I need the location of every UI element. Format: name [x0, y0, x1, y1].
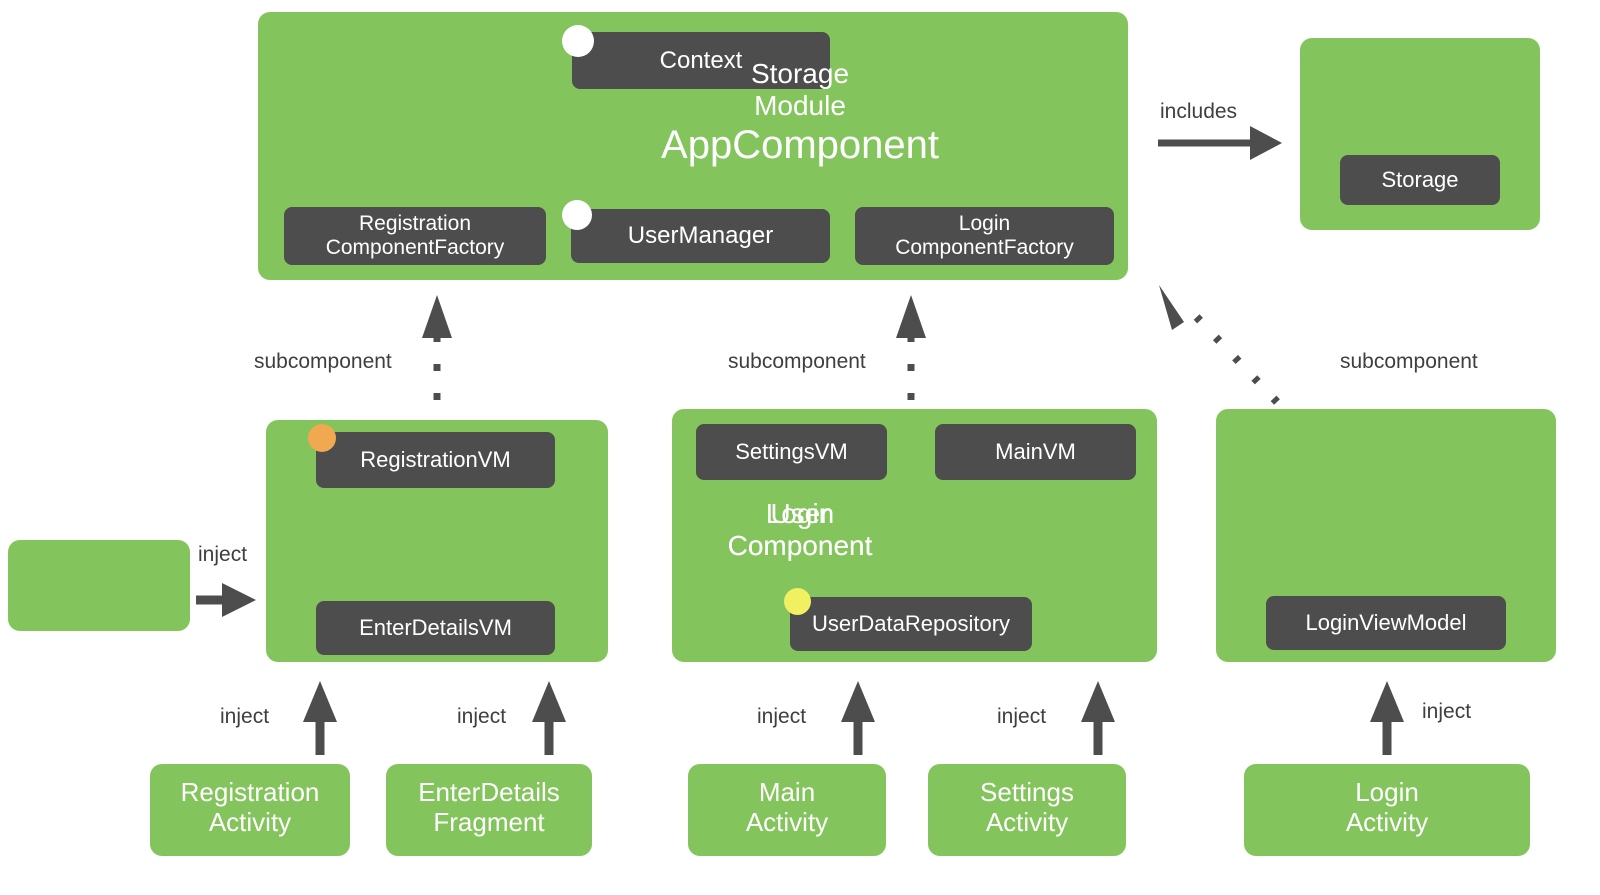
binding-settings-vm[interactable]: SettingsVM	[696, 424, 887, 480]
tcs-fragment-node[interactable]	[8, 540, 190, 631]
inject-arrow-settings-activity	[1081, 681, 1115, 755]
scope-dot-yellow-user-data-repository	[784, 588, 811, 615]
app-component-title: AppComponent	[661, 123, 939, 167]
binding-main-vm[interactable]: MainVM	[935, 424, 1136, 480]
edge-label-inject-main-activity: inject	[757, 705, 807, 728]
edge-label-subcomponent-user: subcomponent	[728, 350, 866, 373]
login-component-title: Login Component	[727, 498, 873, 562]
binding-user-data-repository[interactable]: UserDataRepository	[790, 597, 1032, 651]
binding-login-view-model[interactable]: LoginViewModel	[1266, 596, 1506, 650]
edge-label-subcomponent-registration: subcomponent	[254, 350, 392, 373]
enter-details-fragment-node[interactable]	[386, 764, 592, 856]
binding-registration-vm[interactable]: RegistrationVM	[316, 432, 555, 488]
inject-arrow-login-activity	[1370, 681, 1404, 755]
binding-enter-details-vm[interactable]: EnterDetailsVM	[316, 601, 555, 655]
registration-activity-node[interactable]	[150, 764, 350, 856]
subcomponent-arrow-registration	[422, 295, 452, 400]
edge-label-inject-registration-activity: inject	[220, 705, 270, 728]
settings-activity-title: Settings Activity	[980, 777, 1074, 837]
inject-arrow-enter-details-fragment	[532, 681, 566, 755]
binding-login-component-factory[interactable]: Login ComponentFactory	[855, 207, 1114, 265]
binding-context[interactable]: Context	[572, 32, 830, 89]
binding-registration-component-factory[interactable]: Registration ComponentFactory	[284, 207, 546, 265]
scope-dot-white-user-manager	[562, 200, 592, 230]
scope-dot-orange-registration-vm	[308, 424, 336, 452]
edge-label-includes: includes	[1160, 100, 1238, 123]
login-activity-title: Login Activity	[1345, 777, 1429, 837]
edge-label-inject-tcs: inject	[198, 543, 248, 566]
subcomponent-arrow-login	[1159, 285, 1280, 405]
main-activity-title: Main Activity	[745, 777, 829, 837]
scope-dot-white-context	[562, 25, 594, 57]
binding-storage[interactable]: Storage	[1340, 155, 1500, 205]
settings-activity-node[interactable]	[928, 764, 1126, 856]
inject-arrow-registration-activity	[303, 681, 337, 755]
edge-label-inject-enter-details-fragment: inject	[457, 705, 507, 728]
edge-label-inject-login-activity: inject	[1422, 700, 1472, 723]
storage-module-title: Storage Module	[750, 58, 850, 122]
enter-details-fragment-title: EnterDetails Fragment	[418, 777, 560, 837]
user-component-title: User Component	[727, 498, 873, 562]
inject-arrow-main-activity	[841, 681, 875, 755]
subcomponent-arrow-user	[896, 295, 926, 400]
main-activity-node[interactable]	[688, 764, 886, 856]
login-activity-node[interactable]	[1244, 764, 1530, 856]
registration-activity-title: Registration Activity	[180, 777, 320, 837]
edge-label-subcomponent-login: subcomponent	[1340, 350, 1478, 373]
binding-user-manager[interactable]: UserManager	[571, 209, 830, 263]
edge-label-inject-settings-activity: inject	[997, 705, 1047, 728]
